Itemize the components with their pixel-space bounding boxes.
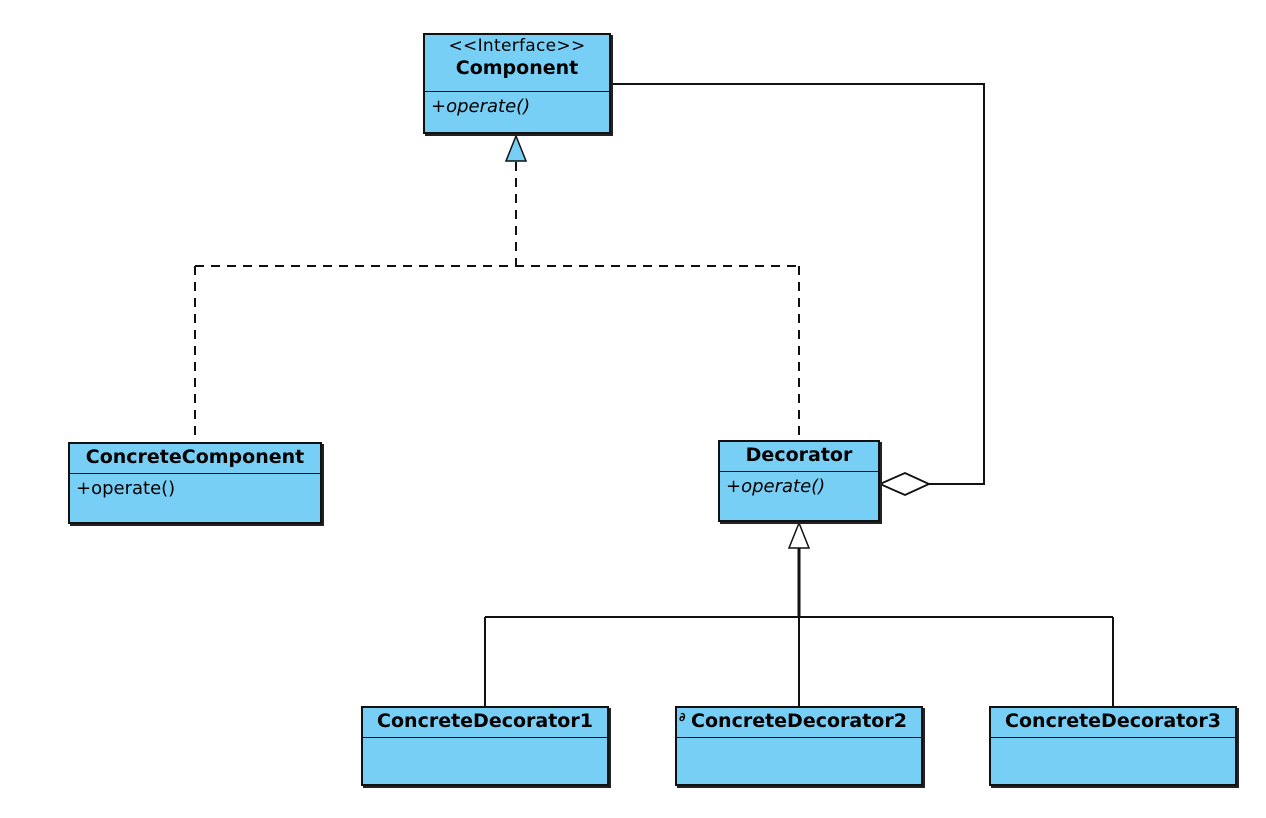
concrete-decorator-2-class[interactable]: ∂ ConcreteDecorator2 — [675, 706, 923, 786]
decorator-header: Decorator — [720, 442, 878, 472]
component-stereotype: <<Interface>> — [448, 36, 586, 56]
realization-arrowhead — [504, 133, 528, 162]
decorator-class[interactable]: Decorator +operate() — [718, 440, 880, 522]
decorator-operations: +operate() — [720, 472, 878, 502]
class-marker-icon: ∂ — [679, 710, 686, 724]
realization-connector — [194, 162, 800, 442]
generalization-arrowhead — [787, 520, 811, 549]
component-interface-class[interactable]: <<Interface>> Component +operate() — [423, 33, 611, 134]
concrete-component-class[interactable]: ConcreteComponent +operate() — [68, 442, 322, 524]
aggregation-connector — [611, 83, 985, 485]
concrete-decorator-2-header: ConcreteDecorator2 — [677, 708, 921, 738]
concrete-decorator-1-class[interactable]: ConcreteDecorator1 — [361, 706, 609, 786]
concrete-component-class-name: ConcreteComponent — [85, 446, 305, 468]
concrete-decorator-3-class-name: ConcreteDecorator3 — [1005, 710, 1221, 732]
concrete-decorator-1-header: ConcreteDecorator1 — [363, 708, 607, 738]
component-operations: +operate() — [425, 92, 609, 122]
concrete-component-header: ConcreteComponent — [70, 444, 320, 474]
concrete-decorator-1-class-name: ConcreteDecorator1 — [377, 710, 593, 732]
concrete-decorator-2-class-name: ConcreteDecorator2 — [691, 710, 907, 732]
decorator-operate-operation: +operate() — [726, 476, 826, 497]
concrete-decorator-3-header: ConcreteDecorator3 — [991, 708, 1235, 738]
component-class-name: Component — [455, 57, 579, 79]
concrete-component-operate-operation: +operate() — [76, 478, 176, 499]
component-operate-operation: +operate() — [431, 96, 531, 117]
generalization-connector — [484, 548, 1114, 706]
aggregation-diamond — [877, 472, 932, 496]
decorator-class-name: Decorator — [745, 444, 853, 466]
component-header: <<Interface>> Component — [425, 35, 609, 92]
concrete-component-operations: +operate() — [70, 474, 320, 504]
concrete-decorator-3-class[interactable]: ConcreteDecorator3 — [989, 706, 1237, 786]
